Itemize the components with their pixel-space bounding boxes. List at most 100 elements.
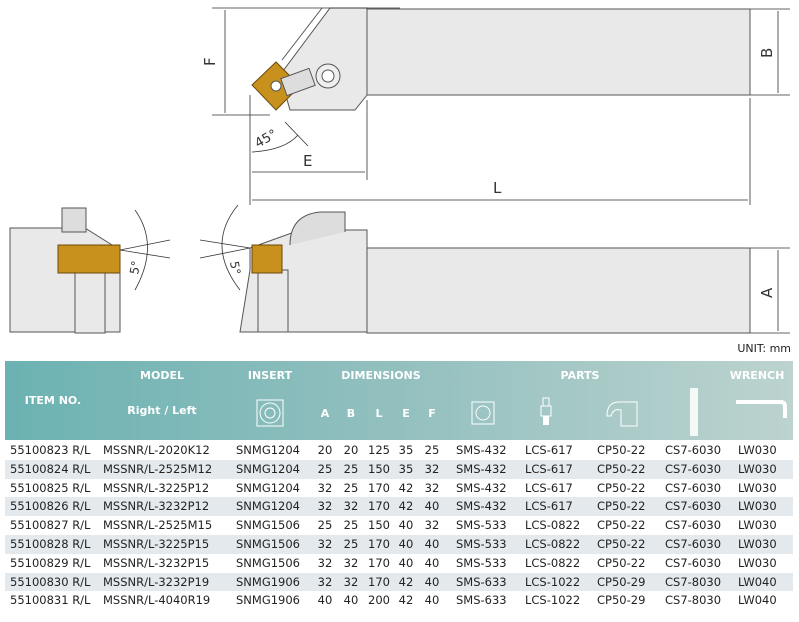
cell-clamp: CP50-22 xyxy=(597,499,646,514)
header-dim-a: A xyxy=(320,407,330,420)
header-dim-f: F xyxy=(428,407,436,420)
cell-shim: SMS-533 xyxy=(456,518,507,533)
cell-dim-f: 40 xyxy=(424,593,440,608)
unit-label: UNIT: mm xyxy=(737,342,791,355)
cell-clamp: CP50-29 xyxy=(597,593,646,608)
dim-label-a: A xyxy=(758,287,776,298)
cell-dim-f: 40 xyxy=(424,499,440,514)
cell-dim-b: 25 xyxy=(343,461,359,476)
cell-item-no: 55100828 R/L xyxy=(10,537,91,551)
cell-clamp: CP50-22 xyxy=(597,461,646,476)
cell-model: MSSNR/L-2525M12 xyxy=(103,461,213,476)
cell-item-no: 55100831 R/L xyxy=(10,593,91,608)
cell-lock-screw: LCS-1022 xyxy=(525,574,581,589)
cell-dim-f: 40 xyxy=(424,537,440,551)
cell-dim-f: 25 xyxy=(424,443,440,457)
cell-clamp: CP50-22 xyxy=(597,537,646,551)
cell-lock-screw: LCS-617 xyxy=(525,499,573,514)
cell-lock-screw: LCS-617 xyxy=(525,480,573,495)
cell-shim: SMS-533 xyxy=(456,537,507,551)
cell-wrench: LW030 xyxy=(738,480,777,495)
cell-item-no: 55100826 R/L xyxy=(10,499,91,514)
cell-item-no: 55100823 R/L xyxy=(10,443,91,457)
cell-dim-f: 40 xyxy=(424,574,440,589)
cell-shim: SMS-432 xyxy=(456,461,507,476)
cell-dim-e: 35 xyxy=(398,443,414,457)
cell-dim-a: 32 xyxy=(317,499,333,514)
cell-screw: CS7-6030 xyxy=(665,555,722,570)
cell-clamp: CP50-22 xyxy=(597,480,646,495)
cell-dim-b: 25 xyxy=(343,480,359,495)
cell-dim-l: 170 xyxy=(368,555,390,570)
cell-screw: CS7-8030 xyxy=(665,574,722,589)
lock-screw-icon xyxy=(540,397,552,425)
cell-insert: SNMG1506 xyxy=(236,537,301,551)
cell-dim-e: 42 xyxy=(398,574,414,589)
cell-model: MSSNR/L-3232P12 xyxy=(103,499,210,514)
cell-dim-b: 25 xyxy=(343,537,359,551)
cell-dim-a: 32 xyxy=(317,574,333,589)
table-row: 55100831 R/L MSSNR/L-4040R19 SNMG1906 40 40 2… xyxy=(5,591,793,610)
cell-model: MSSNR/L-4040R19 xyxy=(103,593,211,608)
cell-wrench: LW040 xyxy=(738,593,777,608)
cell-shim: SMS-533 xyxy=(456,555,507,570)
cell-dim-b: 32 xyxy=(343,499,359,514)
cell-dim-f: 40 xyxy=(424,555,440,570)
cell-dim-e: 42 xyxy=(398,499,414,514)
cell-screw: CS7-6030 xyxy=(665,461,722,476)
cell-wrench: LW030 xyxy=(738,461,777,476)
cell-insert: SNMG1204 xyxy=(236,499,301,514)
cell-dim-f: 32 xyxy=(424,480,440,495)
cell-dim-l: 170 xyxy=(368,480,390,495)
cell-dim-a: 40 xyxy=(317,593,333,608)
cell-clamp: CP50-22 xyxy=(597,443,646,457)
cell-clamp: CP50-22 xyxy=(597,518,646,533)
cell-wrench: LW040 xyxy=(738,574,777,589)
cell-dim-b: 25 xyxy=(343,518,359,533)
cell-model: MSSNR/L-2020K12 xyxy=(103,443,210,457)
dim-label-f: F xyxy=(201,57,219,66)
cell-item-no: 55100824 R/L xyxy=(10,461,91,476)
cell-lock-screw: LCS-1022 xyxy=(525,593,581,608)
table-header: ITEM NO. MODEL Right / Left INSERT DIMEN… xyxy=(5,361,793,440)
cell-wrench: LW030 xyxy=(738,499,777,514)
cell-dim-e: 42 xyxy=(398,480,414,495)
cell-lock-screw: LCS-0822 xyxy=(525,518,581,533)
header-item-no: ITEM NO. xyxy=(24,394,82,407)
insert-side-right xyxy=(251,244,283,274)
cell-insert: SNMG1204 xyxy=(236,443,301,457)
header-wrench: WRENCH xyxy=(729,369,785,382)
cell-dim-l: 200 xyxy=(368,593,390,608)
shim-icon xyxy=(471,401,495,425)
insert-shim-icon xyxy=(256,399,284,427)
header-parts: PARTS xyxy=(560,369,600,382)
screw-icon xyxy=(690,388,698,436)
cell-insert: SNMG1204 xyxy=(236,480,301,495)
holder-head-top xyxy=(279,7,368,111)
cell-dim-a: 32 xyxy=(317,555,333,570)
cell-dim-a: 25 xyxy=(317,461,333,476)
wrench-icon xyxy=(736,400,787,418)
cell-dim-e: 40 xyxy=(398,555,414,570)
cell-model: MSSNR/L-3225P15 xyxy=(103,537,210,551)
cell-dim-e: 42 xyxy=(398,593,414,608)
cell-dim-l: 125 xyxy=(368,443,390,457)
cell-dim-l: 170 xyxy=(368,537,390,551)
cell-screw: CS7-6030 xyxy=(665,499,722,514)
header-dim-b: B xyxy=(346,407,356,420)
insert-side-left xyxy=(57,244,121,274)
cell-insert: SNMG1906 xyxy=(236,593,301,608)
cell-clamp: CP50-22 xyxy=(597,555,646,570)
cell-shim: SMS-633 xyxy=(456,574,507,589)
cell-insert: SNMG1204 xyxy=(236,461,301,476)
cell-shim: SMS-432 xyxy=(456,480,507,495)
cell-dim-e: 40 xyxy=(398,518,414,533)
dim-label-l: L xyxy=(493,179,502,197)
cell-shim: SMS-432 xyxy=(456,499,507,514)
cell-dim-f: 32 xyxy=(424,461,440,476)
cell-dim-a: 25 xyxy=(317,518,333,533)
header-dim-e: E xyxy=(402,407,410,420)
